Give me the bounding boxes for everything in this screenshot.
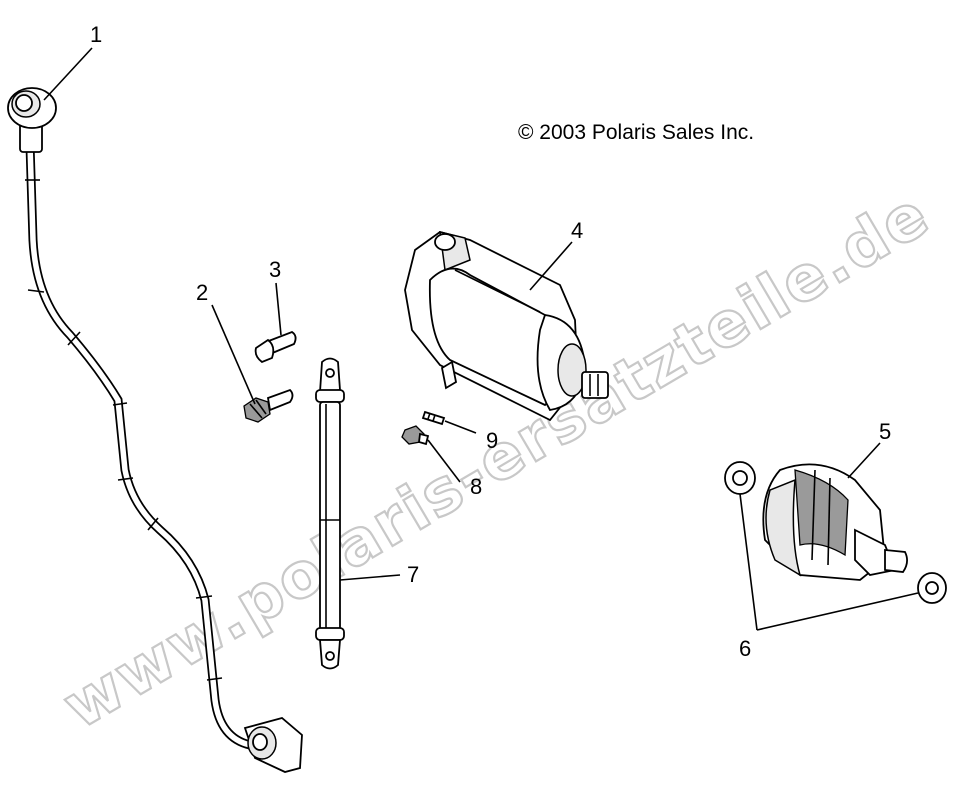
callout-3: 3 — [269, 257, 281, 282]
part-8-nut — [401, 425, 430, 446]
leader-lines — [43, 47, 919, 631]
callout-4: 4 — [571, 218, 583, 243]
callout-6: 6 — [739, 636, 751, 661]
copyright-text: © 2003 Polaris Sales Inc. — [518, 121, 754, 144]
callout-numbers: 1 2 3 4 5 6 7 8 9 — [90, 22, 891, 661]
callout-8: 8 — [470, 474, 482, 499]
part-1-starter-cable — [7, 87, 303, 773]
part-5-starter-drive — [762, 463, 908, 581]
part-9-screw — [421, 410, 446, 426]
callout-7: 7 — [407, 562, 419, 587]
part-4-starter-motor — [404, 231, 609, 422]
part-3-bolt — [254, 330, 297, 364]
callout-1: 1 — [90, 22, 102, 47]
callout-5: 5 — [879, 419, 891, 444]
part-7-ground-cable — [315, 357, 345, 670]
callout-2: 2 — [196, 280, 208, 305]
callout-9: 9 — [486, 428, 498, 453]
part-2-nut — [243, 388, 294, 423]
part-6-washers — [724, 461, 947, 604]
